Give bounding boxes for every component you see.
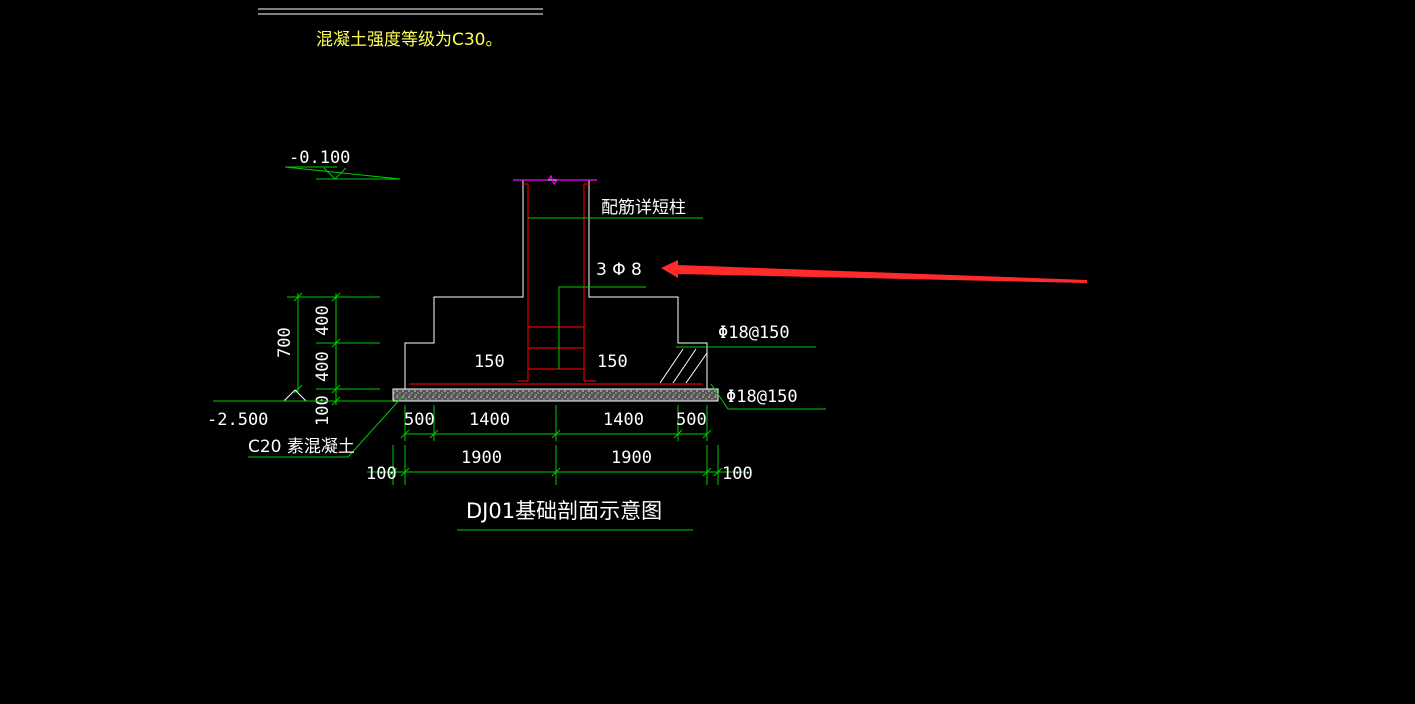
cover-left-label: 150	[474, 352, 505, 372]
elevation-top-label: -0.100	[289, 148, 350, 168]
dim-right-500: 500	[676, 410, 707, 430]
dim-total-700: 700	[275, 327, 295, 358]
dim-upper-400: 400	[313, 305, 333, 336]
elevation-bottom-label: -2.500	[207, 410, 268, 430]
dim-left-1900: 1900	[461, 448, 502, 468]
rebar-lower-label: Φ18@150	[726, 387, 798, 407]
dim-lower-400: 400	[313, 351, 333, 382]
vertical-dimensions	[287, 292, 380, 406]
rebar-detail-label: 配筋详短柱	[601, 198, 686, 218]
column-break-line	[513, 174, 597, 186]
top-note: 混凝土强度等级为C30。	[258, 8, 543, 50]
dim-left-100: 100	[366, 464, 397, 484]
dim-right-1900: 1900	[611, 448, 652, 468]
plain-concrete-bedding	[392, 388, 719, 402]
elevation-marker-top: -0.100	[284, 148, 401, 180]
leader-plain-concrete	[248, 396, 403, 458]
dim-right-100: 100	[722, 464, 753, 484]
dim-bedding-100: 100	[313, 395, 333, 426]
stirrup-label: 3 Φ 8	[596, 260, 642, 280]
elevation-marker-bottom: -2.500	[207, 389, 393, 430]
dim-left-500: 500	[404, 410, 435, 430]
drawing-title: DJ01基础剖面示意图	[466, 499, 662, 523]
rebar-hatch	[659, 348, 708, 384]
horizontal-dimensions-row1	[400, 405, 712, 441]
plain-concrete-label: C20 素混凝土	[248, 437, 355, 457]
concrete-grade-note: 混凝土强度等级为C30。	[316, 30, 503, 50]
dim-left-1400: 1400	[469, 410, 510, 430]
leader-rebar-lower	[710, 383, 826, 410]
annotation-arrow	[661, 260, 1087, 283]
cover-right-label: 150	[597, 352, 628, 372]
dim-right-1400: 1400	[603, 410, 644, 430]
column-rebar	[517, 183, 596, 382]
leader-stirrup	[558, 286, 646, 369]
rebar-upper-label: Φ18@150	[718, 323, 790, 343]
horizontal-dimensions-row2	[367, 445, 744, 485]
